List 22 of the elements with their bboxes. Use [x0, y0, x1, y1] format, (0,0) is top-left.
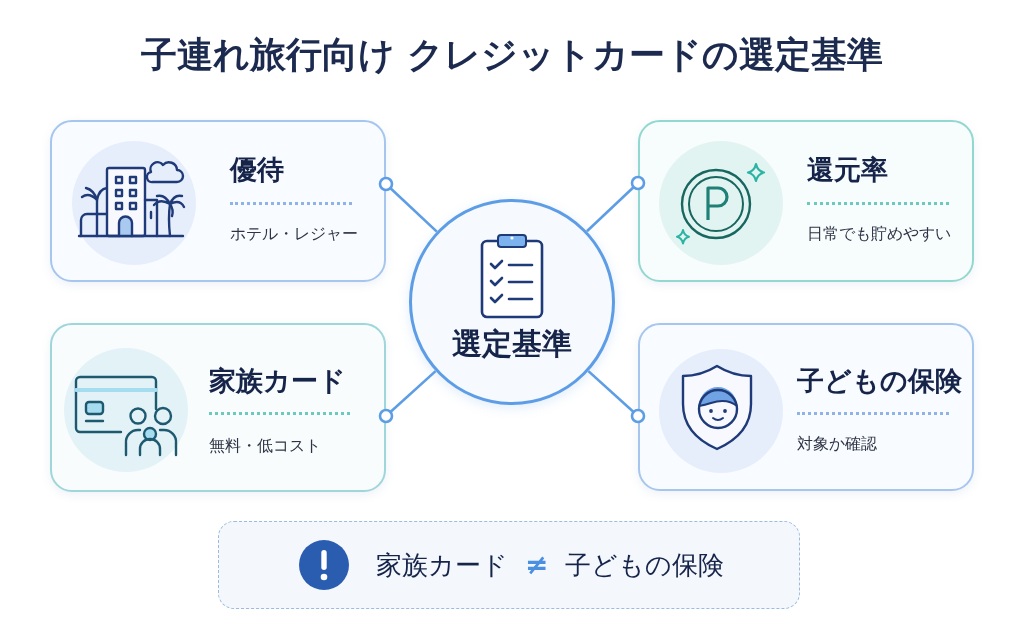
card-subtitle: 対象か確認 — [797, 433, 877, 455]
card-heading: 子どもの保険 — [797, 364, 962, 398]
connector-line — [587, 370, 646, 424]
card-subtitle: ホテル・レジャー — [230, 223, 358, 245]
feature-card — [50, 323, 386, 492]
connector-line — [378, 176, 438, 233]
note-box — [218, 521, 800, 609]
note-text: 子どもの保険 — [565, 549, 725, 582]
card-heading: 優待 — [230, 153, 284, 187]
diagram-title: 子連れ旅行向け クレジットカードの選定基準 — [140, 33, 884, 77]
card-subtitle: 無料・低コスト — [209, 435, 321, 457]
not-equal-sign: ≠ — [525, 548, 549, 582]
card-heading: 還元率 — [807, 153, 888, 187]
card-subtitle: 日常でも貯めやすい — [807, 223, 951, 245]
feature-card — [638, 323, 974, 491]
connector-line — [378, 370, 437, 424]
feature-card — [50, 120, 386, 282]
feature-card — [638, 120, 974, 282]
note-text: 家族カード — [376, 549, 508, 582]
connector-line — [586, 175, 646, 233]
card-heading: 家族カード — [209, 364, 346, 398]
hub-label: 選定基準 — [451, 326, 573, 362]
